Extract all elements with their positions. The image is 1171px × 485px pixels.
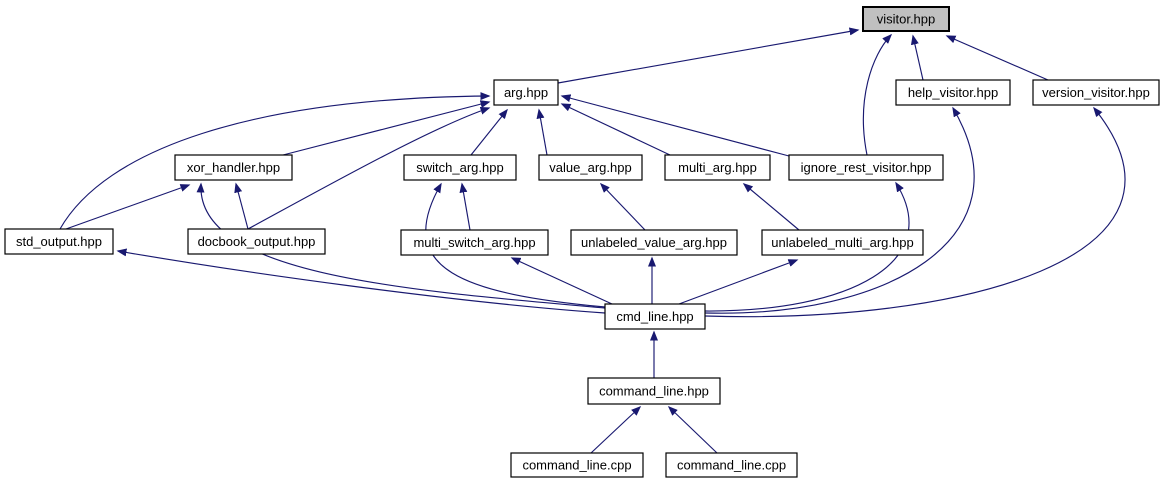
graph-node-arg-hpp[interactable]: arg.hpp bbox=[493, 79, 559, 106]
graph-edge-command-line-cpp-2-to-command-line-hpp bbox=[667, 405, 718, 454]
node-box bbox=[761, 229, 924, 256]
graph-node-unlabeled-multi-arg-hpp[interactable]: unlabeled_multi_arg.hpp bbox=[761, 229, 924, 256]
node-box bbox=[587, 377, 721, 405]
graph-edge-help-visitor-hpp-to-visitor-hpp bbox=[910, 34, 924, 81]
node-label: multi_switch_arg.hpp bbox=[413, 235, 535, 250]
graph-edge-docbook-output-hpp-to-xor-handler-hpp bbox=[234, 182, 249, 230]
node-box bbox=[510, 452, 644, 478]
node-box bbox=[862, 6, 950, 32]
node-label: arg.hpp bbox=[504, 85, 548, 100]
node-label: command_line.cpp bbox=[522, 458, 631, 473]
node-label: cmd_line.hpp bbox=[616, 309, 693, 324]
graph-node-value-arg-hpp[interactable]: value_arg.hpp bbox=[538, 154, 643, 181]
graph-node-visitor-hpp[interactable]: visitor.hpp bbox=[862, 6, 950, 32]
graph-node-multi-arg-hpp[interactable]: multi_arg.hpp bbox=[664, 154, 771, 181]
graph-node-xor-handler-hpp[interactable]: xor_handler.hpp bbox=[174, 154, 293, 181]
graph-edge-arg-hpp-to-visitor-hpp bbox=[557, 27, 860, 84]
node-box bbox=[788, 154, 944, 181]
graph-edge-cmd-line-hpp-to-help-visitor-hpp bbox=[704, 106, 975, 314]
graph-edge-cmd-line-hpp-to-xor-handler-hpp bbox=[196, 182, 606, 309]
graph-edge-docbook-output-hpp-to-arg-hpp bbox=[247, 106, 491, 230]
graph-node-help-visitor-hpp[interactable]: help_visitor.hpp bbox=[895, 79, 1011, 106]
node-label: unlabeled_multi_arg.hpp bbox=[771, 235, 913, 250]
graph-node-command-line-hpp[interactable]: command_line.hpp bbox=[587, 377, 721, 405]
graph-edge-unlabeled-value-arg-hpp-to-value-arg-hpp bbox=[599, 182, 646, 231]
graph-edge-value-arg-hpp-to-arg-hpp bbox=[536, 108, 548, 156]
node-box bbox=[400, 229, 549, 256]
graph-edge-cmd-line-hpp-to-unlabeled-multi-arg-hpp bbox=[678, 259, 799, 305]
graph-node-ignore-rest-visitor-hpp[interactable]: ignore_rest_visitor.hpp bbox=[788, 154, 944, 181]
graph-node-std-output-hpp[interactable]: std_output.hpp bbox=[4, 228, 114, 255]
node-box bbox=[403, 154, 517, 181]
graph-edge-xor-handler-hpp-to-arg-hpp bbox=[282, 100, 491, 156]
node-label: unlabeled_value_arg.hpp bbox=[581, 235, 727, 250]
node-label: ignore_rest_visitor.hpp bbox=[801, 160, 932, 175]
graph-node-cmd-line-hpp[interactable]: cmd_line.hpp bbox=[604, 303, 706, 330]
node-label: command_line.hpp bbox=[599, 384, 709, 399]
node-label: command_line.cpp bbox=[677, 458, 786, 473]
node-box bbox=[538, 154, 643, 181]
node-label: help_visitor.hpp bbox=[908, 85, 998, 100]
graph-node-multi-switch-arg-hpp[interactable]: multi_switch_arg.hpp bbox=[400, 229, 549, 256]
node-label: visitor.hpp bbox=[877, 12, 936, 27]
node-label: std_output.hpp bbox=[16, 234, 102, 249]
node-label: multi_arg.hpp bbox=[678, 160, 757, 175]
graph-node-version-visitor-hpp[interactable]: version_visitor.hpp bbox=[1032, 79, 1160, 106]
graph-edge-cmd-line-hpp-to-ignore-rest-visitor-hpp bbox=[704, 181, 910, 312]
graph-edge-cmd-line-hpp-to-std-output-hpp bbox=[116, 248, 606, 314]
graph-edge-version-visitor-hpp-to-visitor-hpp bbox=[945, 35, 1049, 81]
graph-edge-std-output-hpp-to-xor-handler-hpp bbox=[65, 184, 191, 230]
graph-edge-command-line-cpp-1-to-command-line-hpp bbox=[590, 405, 642, 454]
node-label: switch_arg.hpp bbox=[416, 160, 503, 175]
graph-edge-cmd-line-hpp-to-switch-arg-hpp bbox=[425, 182, 606, 308]
node-box bbox=[493, 79, 559, 106]
node-label: docbook_output.hpp bbox=[198, 234, 316, 249]
graph-edge-multi-arg-hpp-to-arg-hpp bbox=[560, 103, 671, 156]
graph-node-switch-arg-hpp[interactable]: switch_arg.hpp bbox=[403, 154, 517, 181]
node-box bbox=[570, 229, 738, 256]
node-box bbox=[4, 228, 114, 255]
node-box bbox=[895, 79, 1011, 106]
node-box bbox=[664, 154, 771, 181]
graph-edge-std-output-hpp-to-arg-hpp bbox=[59, 92, 491, 230]
graph-node-command-line-cpp-2[interactable]: command_line.cpp bbox=[665, 452, 798, 478]
node-box bbox=[174, 154, 293, 181]
node-box bbox=[187, 228, 326, 255]
node-box bbox=[604, 303, 706, 330]
graph-node-docbook-output-hpp[interactable]: docbook_output.hpp bbox=[187, 228, 326, 255]
graph-edge-multi-switch-arg-hpp-to-switch-arg-hpp bbox=[459, 182, 471, 231]
node-label: xor_handler.hpp bbox=[187, 160, 280, 175]
graph-edge-cmd-line-hpp-to-version-visitor-hpp bbox=[704, 106, 1126, 318]
node-label: value_arg.hpp bbox=[549, 160, 631, 175]
graph-node-unlabeled-value-arg-hpp[interactable]: unlabeled_value_arg.hpp bbox=[570, 229, 738, 256]
graph-node-command-line-cpp-1[interactable]: command_line.cpp bbox=[510, 452, 644, 478]
graph-edge-cmd-line-hpp-to-multi-switch-arg-hpp bbox=[510, 257, 613, 305]
node-box bbox=[1032, 79, 1160, 106]
graph-edge-switch-arg-hpp-to-arg-hpp bbox=[470, 108, 508, 156]
node-label: version_visitor.hpp bbox=[1042, 85, 1150, 100]
graph-edge-ignore-rest-visitor-hpp-to-arg-hpp bbox=[560, 94, 790, 157]
graph-edge-ignore-rest-visitor-hpp-to-visitor-hpp bbox=[862, 33, 893, 156]
node-box bbox=[665, 452, 798, 478]
graph-edge-unlabeled-multi-arg-hpp-to-multi-arg-hpp bbox=[742, 183, 800, 231]
